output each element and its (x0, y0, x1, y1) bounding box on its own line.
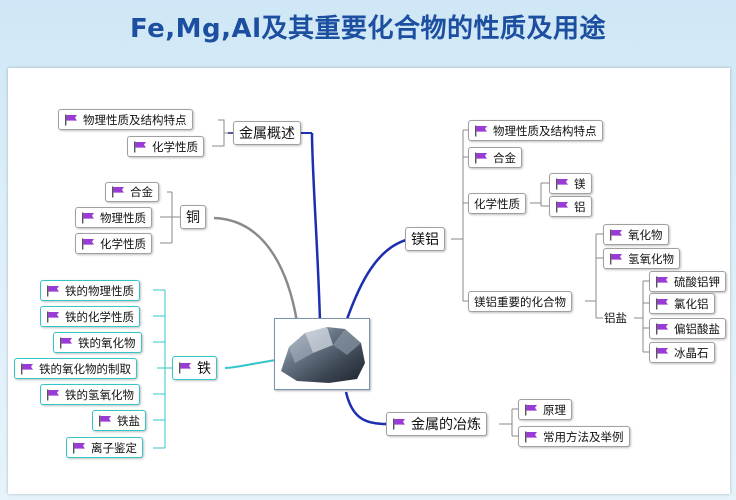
purple-flag-icon (555, 178, 569, 190)
node-hydroxides[interactable]: 氢氧化物 (603, 248, 680, 269)
node-mgal-compounds[interactable]: 镁铝重要的化合物 (468, 291, 572, 312)
purple-flag-icon (46, 311, 60, 323)
purple-flag-icon (59, 337, 73, 349)
node-mgal-alloy[interactable]: 合金 (468, 147, 522, 168)
purple-flag-icon (81, 238, 95, 250)
node-mgal-chemical[interactable]: 化学性质 (468, 193, 526, 214)
purple-flag-icon (133, 141, 147, 153)
node-iron-oxides[interactable]: 铁的氧化物 (53, 332, 142, 353)
purple-flag-icon (20, 363, 34, 375)
purple-flag-icon (655, 347, 669, 359)
purple-flag-icon (178, 362, 192, 374)
node-metaaluminate[interactable]: 偏铝酸盐 (649, 318, 726, 339)
node-aluminum[interactable]: 铝 (549, 196, 592, 217)
node-aluminum-salts[interactable]: 铝盐 (604, 311, 627, 325)
purple-flag-icon (655, 276, 669, 288)
node-copper-physical[interactable]: 物理性质 (75, 207, 152, 228)
node-chemical-properties[interactable]: 化学性质 (127, 136, 204, 157)
node-iron-oxide-prep[interactable]: 铁的氧化物的制取 (14, 358, 137, 379)
node-copper[interactable]: 铜 (180, 205, 206, 229)
purple-flag-icon (474, 152, 488, 164)
purple-flag-icon (524, 404, 538, 416)
purple-flag-icon (98, 415, 112, 427)
node-iron-salts[interactable]: 铁盐 (92, 410, 146, 431)
node-copper-chemical[interactable]: 化学性质 (75, 233, 152, 254)
node-iron[interactable]: 铁 (172, 356, 217, 380)
node-potassium-alum[interactable]: 硫酸铝钾 (649, 271, 726, 292)
node-metal-smelting[interactable]: 金属的冶炼 (386, 412, 487, 436)
node-iron-physical[interactable]: 铁的物理性质 (40, 280, 140, 301)
node-copper-alloy[interactable]: 合金 (105, 182, 159, 202)
purple-flag-icon (64, 114, 78, 126)
iron-ore-rock-image (274, 318, 370, 390)
purple-flag-icon (392, 418, 406, 430)
node-iron-hydroxides[interactable]: 铁的氢氧化物 (40, 384, 140, 405)
purple-flag-icon (46, 285, 60, 297)
purple-flag-icon (81, 212, 95, 224)
purple-flag-icon (46, 389, 60, 401)
node-smelting-methods[interactable]: 常用方法及举例 (518, 426, 630, 447)
purple-flag-icon (555, 201, 569, 213)
purple-flag-icon (111, 186, 125, 198)
node-oxides[interactable]: 氧化物 (603, 224, 669, 245)
node-metal-overview[interactable]: 金属概述 (233, 121, 301, 145)
node-physical-structure[interactable]: 物理性质及结构特点 (58, 109, 193, 130)
node-smelting-principle[interactable]: 原理 (518, 399, 572, 420)
purple-flag-icon (655, 323, 669, 335)
node-mg-al[interactable]: 镁铝 (405, 227, 445, 251)
node-aluminum-chloride[interactable]: 氯化铝 (649, 293, 715, 314)
purple-flag-icon (655, 298, 669, 310)
purple-flag-icon (474, 125, 488, 137)
node-ion-identification[interactable]: 离子鉴定 (66, 437, 143, 458)
node-magnesium[interactable]: 镁 (549, 173, 592, 194)
page-title: Fe,Mg,Al及其重要化合物的性质及用途 (129, 14, 607, 44)
purple-flag-icon (609, 229, 623, 241)
node-mgal-physical-structure[interactable]: 物理性质及结构特点 (468, 120, 603, 141)
node-cryolite[interactable]: 冰晶石 (649, 342, 715, 363)
node-iron-chemical[interactable]: 铁的化学性质 (40, 306, 140, 327)
purple-flag-icon (609, 253, 623, 265)
purple-flag-icon (72, 442, 86, 454)
purple-flag-icon (524, 431, 538, 443)
